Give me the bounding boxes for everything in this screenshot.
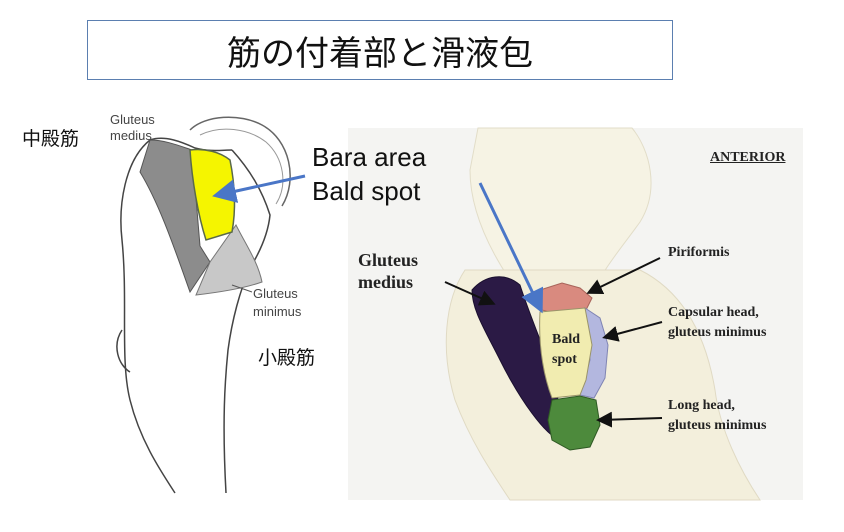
bald-spot-label-2: spot [552, 352, 577, 367]
right-femur-drawing [212, 127, 803, 501]
title-box: 筋の付着部と滑液包 [87, 20, 673, 80]
gluteus-minimus-label-2: minimus [253, 304, 302, 319]
femur-outline [120, 139, 271, 494]
piriformis-label: Piriformis [668, 245, 730, 260]
right-gluteus-medius-1: Gluteus [358, 250, 419, 270]
blue-arrow-right [478, 182, 544, 314]
piriformis-arrow [586, 257, 661, 294]
long-head-label-1: Long head, [668, 398, 735, 413]
long-head-insertion [547, 395, 601, 451]
anterior-label: ANTERIOR [710, 150, 786, 165]
gluteus-medius-label-1: Gluteus [110, 112, 155, 127]
jp-gluteus-minimus-label: 小殿筋 [258, 347, 316, 369]
gluteus-medius-label-2: medius [110, 128, 152, 143]
bara-area-label: Bara area [312, 142, 427, 172]
capsular-head-label-2: gluteus minimus [668, 325, 767, 340]
gluteus-minimus-label-1: Gluteus [253, 286, 298, 301]
lesser-trochanter [116, 329, 131, 373]
long-head-arrow [596, 411, 663, 428]
page-title: 筋の付着部と滑液包 [227, 33, 533, 74]
trochanter-top [149, 137, 233, 152]
capsular-head-label-1: Capsular head, [668, 305, 759, 320]
femoral-head-inner [199, 128, 284, 205]
bald-spot-callout-label: Bald spot [312, 176, 421, 206]
right-gluteus-medius-2: medius [358, 272, 414, 292]
medius-arrow [444, 281, 496, 306]
minimus-leader-line [231, 284, 253, 293]
gluteus-minimus-region [195, 224, 263, 296]
long-head-label-2: gluteus minimus [668, 418, 767, 433]
piriformis-insertion [539, 282, 593, 316]
blue-arrow-left [212, 174, 306, 203]
bald-spot-area [539, 307, 593, 399]
capsular-arrow [602, 321, 663, 342]
femoral-head-outline [189, 116, 291, 207]
jp-gluteus-medius-label: 中殿筋 [22, 128, 80, 150]
bald-spot-label-1: Bald [552, 332, 581, 347]
